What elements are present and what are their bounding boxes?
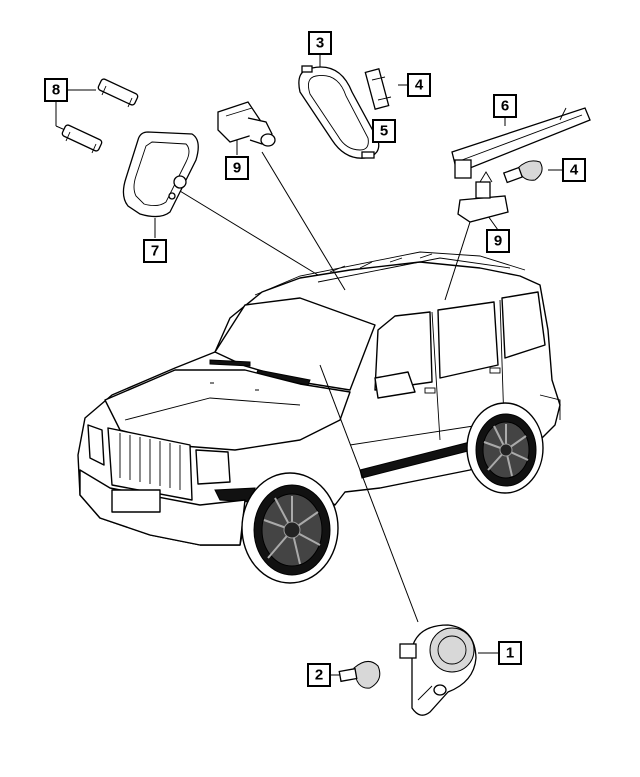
callout-label: 9 [233, 160, 241, 177]
callout-label: 8 [52, 82, 60, 99]
callout-label: 5 [380, 123, 388, 140]
callout-label: 7 [151, 243, 159, 260]
map-lamp-housing [122, 131, 199, 218]
callout-9-left: 9 [225, 156, 249, 180]
callout-9-right: 9 [486, 229, 510, 253]
callout-label: 4 [415, 77, 424, 94]
bulb-part-top [364, 68, 392, 110]
callout-label: 3 [316, 35, 324, 52]
courtesy-lamp-part [399, 624, 477, 716]
bulb-part-right [502, 160, 543, 184]
overhead-lamp-bar [451, 107, 591, 179]
callout-label: 4 [570, 162, 579, 179]
socket-part-right [457, 171, 509, 223]
rear-wheel [466, 402, 544, 494]
callout-2: 2 [307, 663, 331, 687]
vehicle-illustration [77, 251, 561, 584]
callout-label: 6 [501, 98, 509, 115]
callout-1: 1 [498, 641, 522, 665]
socket-part-left [217, 101, 276, 147]
callout-label: 1 [506, 645, 514, 662]
festoon-bulb-1 [97, 78, 139, 108]
dome-lamp-part [298, 65, 380, 159]
callout-label: 9 [494, 233, 502, 250]
callout-label: 2 [315, 667, 323, 684]
callout-5: 5 [372, 119, 396, 143]
festoon-bulb-2 [61, 124, 103, 154]
callout-6: 6 [493, 94, 517, 118]
callout-4-top: 4 [407, 73, 431, 97]
callout-3: 3 [308, 31, 332, 55]
callout-4-right: 4 [562, 158, 586, 182]
bulb-part-small [338, 661, 381, 689]
callout-7: 7 [143, 239, 167, 263]
front-wheel [241, 472, 339, 584]
callout-8: 8 [44, 78, 68, 102]
